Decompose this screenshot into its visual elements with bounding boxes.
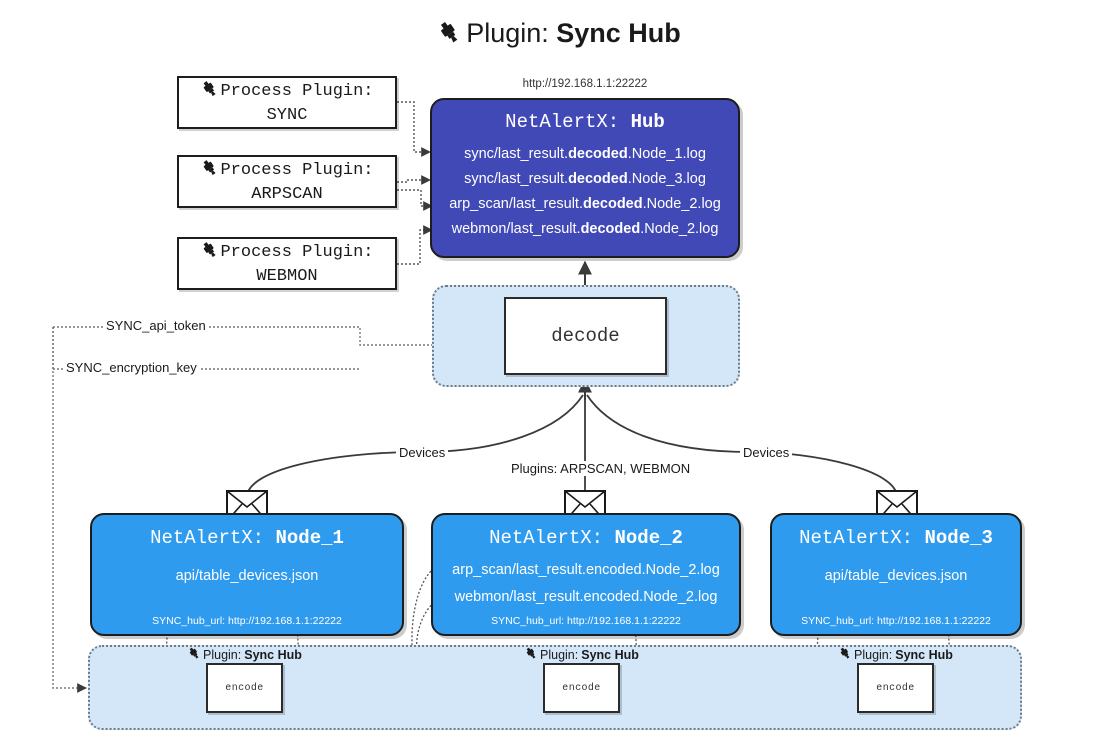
- process-plugin-name: SYNC: [266, 106, 308, 125]
- node-line: api/table_devices.json: [824, 568, 968, 584]
- process-plugin-webmon[interactable]: Process Plugin: WEBMON: [177, 237, 397, 290]
- secret-label-encryption-key: SYNC_encryption_key: [63, 360, 200, 375]
- plug-icon: [200, 240, 219, 266]
- encoder-label-node-2: Plugin:Sync Hub: [524, 646, 639, 663]
- node-hub-url: SYNC_hub_url: http://192.168.1.1:22222: [152, 615, 342, 627]
- hub-node[interactable]: NetAlertX: Hub sync/last_result.decoded.…: [430, 98, 740, 258]
- edge-label-devices-right: Devices: [740, 445, 793, 460]
- plug-icon: [436, 19, 462, 52]
- edge-label-plugins-center: Plugins: ARPSCAN, WEBMON: [508, 461, 694, 476]
- encode-box-node-3[interactable]: encode: [857, 663, 934, 713]
- hub-url: http://192.168.1.1:22222: [522, 78, 648, 90]
- plug-icon: [838, 646, 852, 663]
- page-title: Plugin: Sync Hub: [0, 18, 1117, 52]
- plug-icon: [200, 158, 219, 184]
- process-plugin-label: Process Plugin:: [220, 82, 374, 102]
- process-plugin-sync[interactable]: Process Plugin: SYNC: [177, 76, 397, 129]
- hub-title-prefix: NetAlertX:: [505, 111, 620, 133]
- node-line: webmon/last_result.encoded.Node_2.log: [454, 588, 718, 605]
- node-title: NetAlertX: Node_2: [489, 527, 683, 549]
- node-title: NetAlertX: Node_3: [799, 527, 993, 549]
- hub-logline: arp_scan/last_result.decoded.Node_2.log: [449, 196, 721, 213]
- plug-icon: [200, 79, 219, 105]
- encoder-label-node-1: Plugin:Sync Hub: [187, 646, 302, 663]
- secret-label-api-token: SYNC_api_token: [103, 318, 209, 333]
- encode-box-node-2[interactable]: encode: [543, 663, 620, 713]
- process-plugin-label: Process Plugin:: [220, 243, 374, 263]
- node-line: api/table_devices.json: [175, 568, 319, 584]
- hub-title: NetAlertX: Hub: [505, 111, 665, 133]
- process-plugin-arpscan[interactable]: Process Plugin: ARPSCAN: [177, 155, 397, 208]
- node-box-node-3[interactable]: NetAlertX: Node_3 api/table_devices.json…: [770, 513, 1022, 636]
- decode-box[interactable]: decode: [504, 297, 667, 375]
- encoder-label-node-3: Plugin:Sync Hub: [838, 646, 953, 663]
- edge-label-devices-left: Devices: [396, 445, 449, 460]
- hub-logline: sync/last_result.decoded.Node_1.log: [464, 146, 706, 162]
- plug-icon: [187, 646, 201, 663]
- encode-box-node-1[interactable]: encode: [206, 663, 283, 713]
- plug-icon: [524, 646, 538, 663]
- title-prefix: Plugin:: [466, 18, 549, 48]
- node-box-node-2[interactable]: NetAlertX: Node_2 arp_scan/last_result.e…: [431, 513, 741, 636]
- hub-logline: webmon/last_result.decoded.Node_2.log: [451, 221, 719, 238]
- node-title: NetAlertX: Node_1: [150, 527, 344, 549]
- hub-logline: sync/last_result.decoded.Node_3.log: [464, 171, 706, 188]
- process-plugin-label: Process Plugin:: [220, 161, 374, 181]
- node-box-node-1[interactable]: NetAlertX: Node_1 api/table_devices.json…: [90, 513, 404, 636]
- node-line: arp_scan/last_result.encoded.Node_2.log: [452, 562, 720, 578]
- node-hub-url: SYNC_hub_url: http://192.168.1.1:22222: [801, 615, 991, 627]
- process-plugin-name: WEBMON: [256, 267, 318, 286]
- title-name: Sync Hub: [556, 18, 681, 48]
- hub-title-name: Hub: [630, 111, 665, 133]
- node-hub-url: SYNC_hub_url: http://192.168.1.1:22222: [491, 615, 681, 627]
- process-plugin-name: ARPSCAN: [251, 185, 323, 204]
